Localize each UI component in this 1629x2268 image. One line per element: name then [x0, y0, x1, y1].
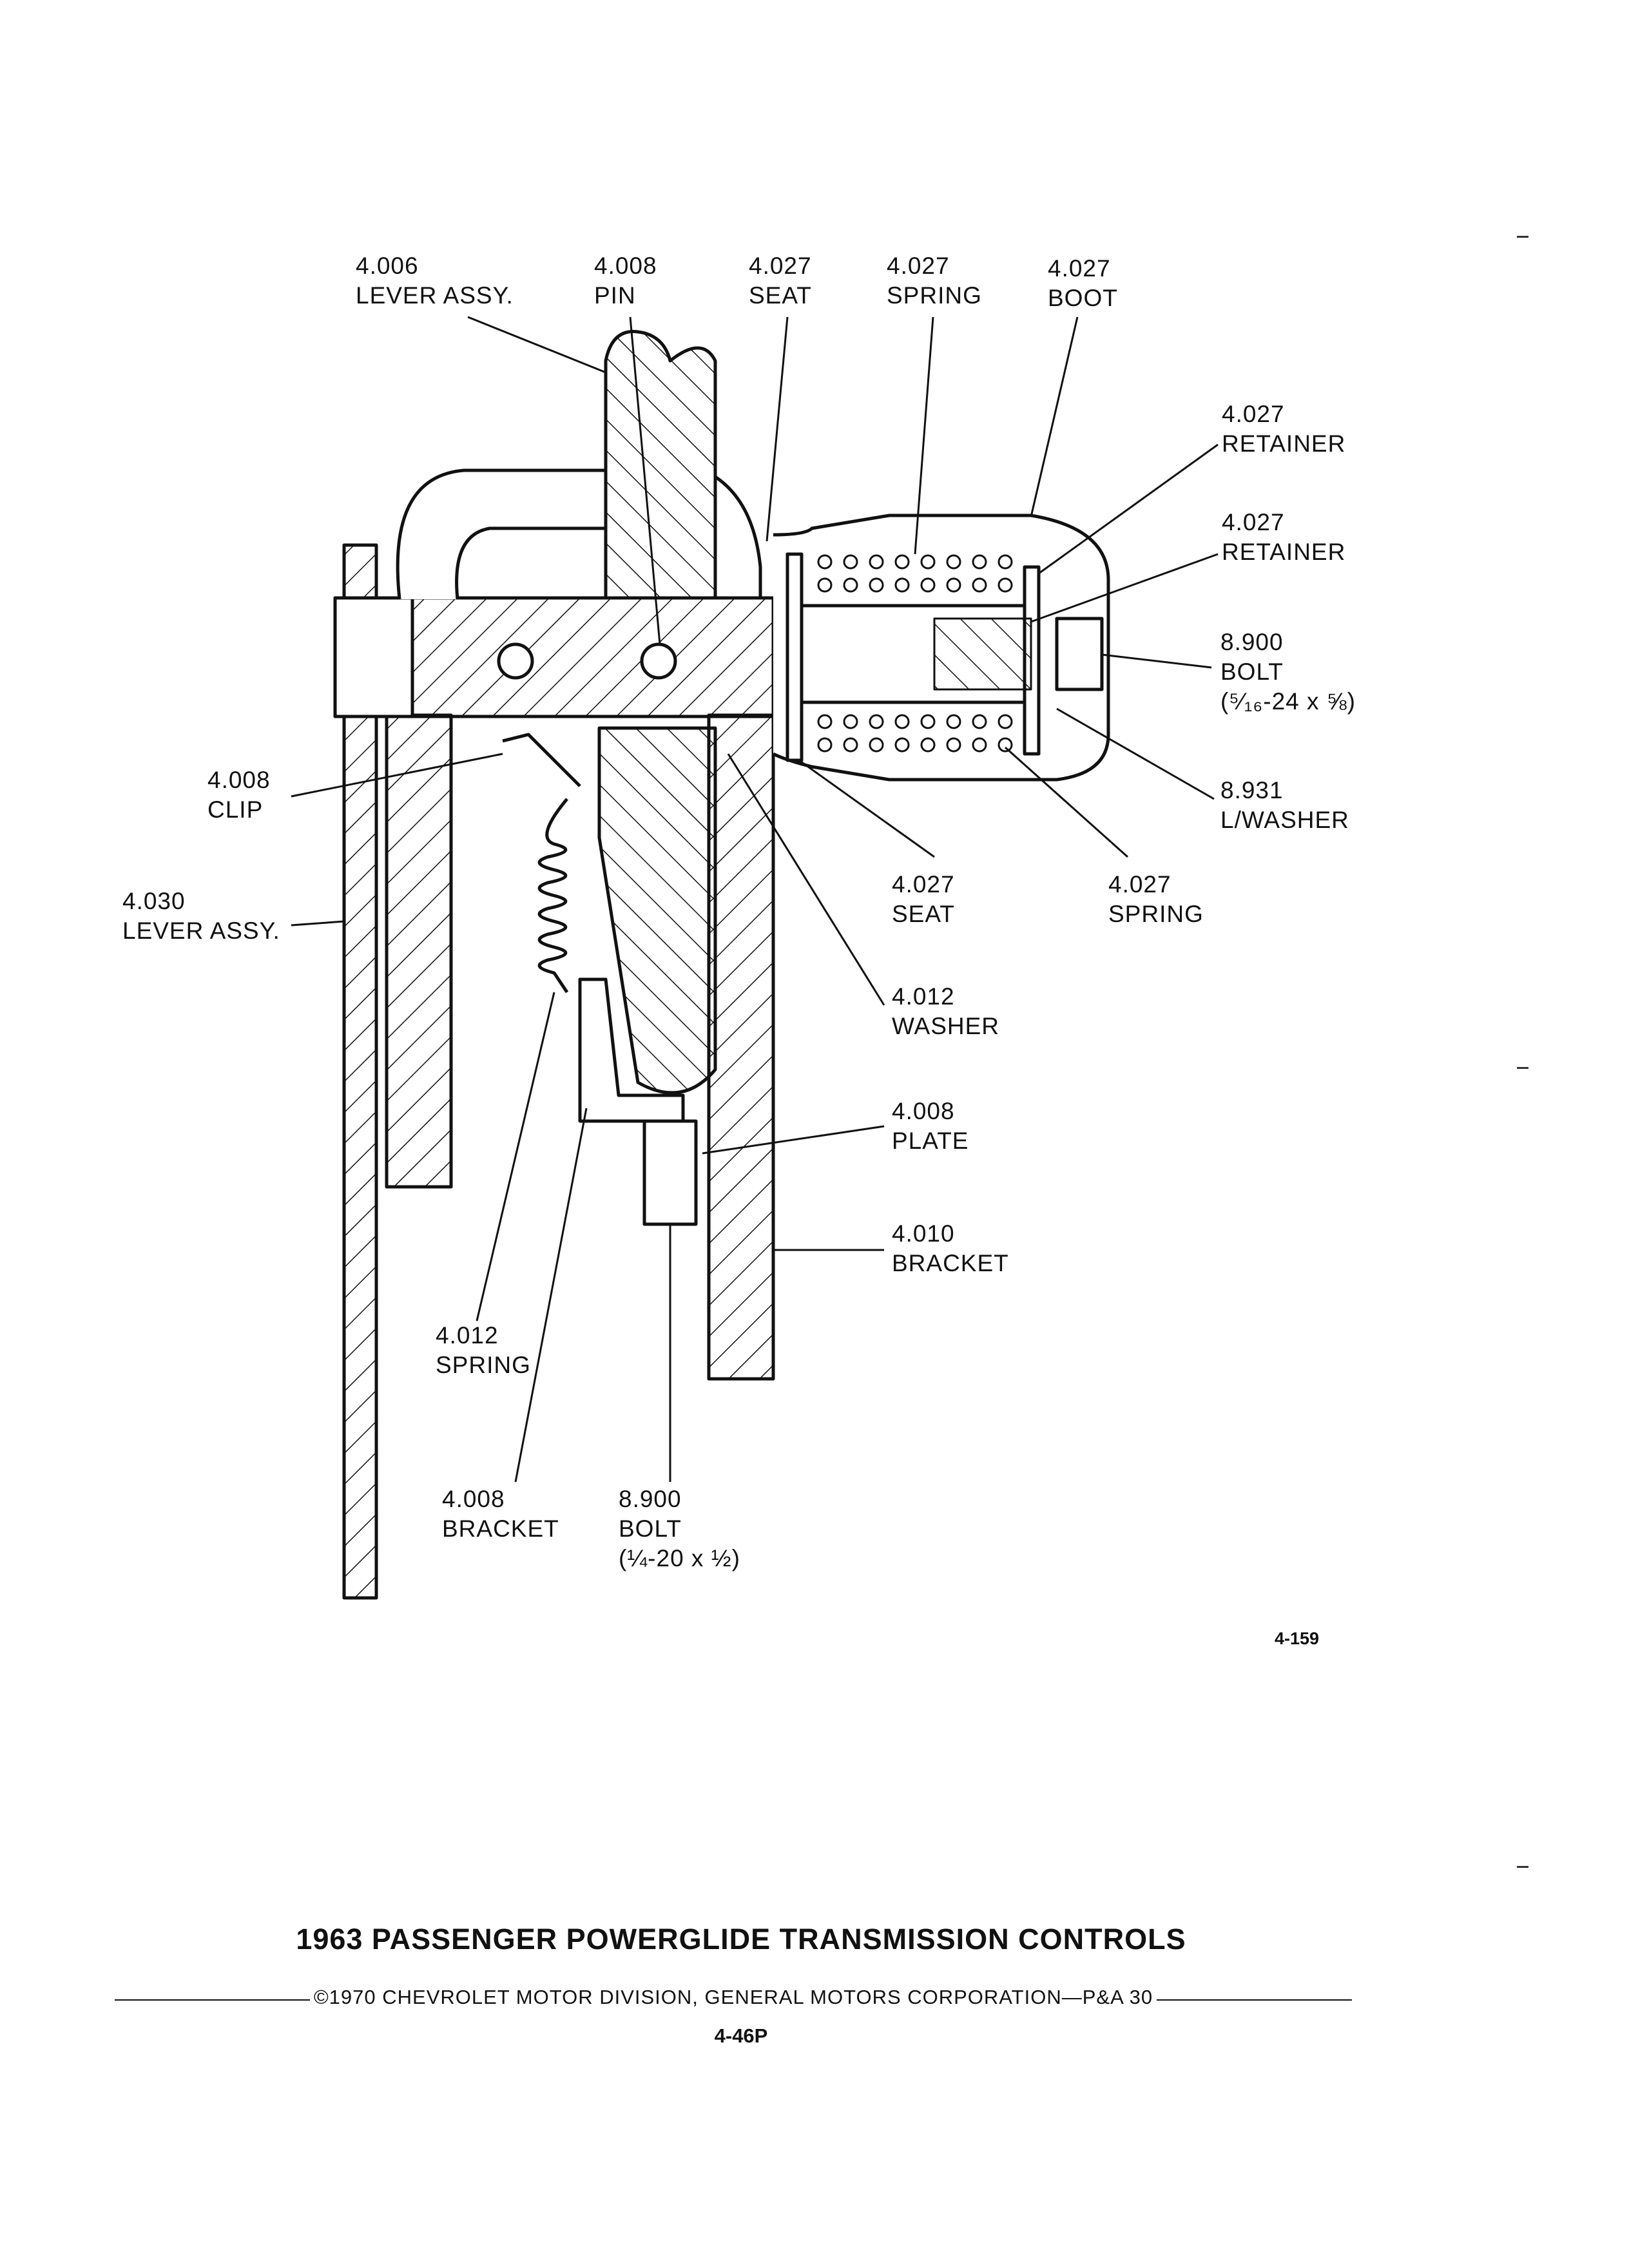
bracket-right-plate — [707, 713, 775, 1381]
leader-boot — [1030, 316, 1079, 517]
margin-tick-1 — [1517, 236, 1528, 238]
curved-arm — [396, 468, 608, 600]
leader-retainer-2 — [1030, 553, 1219, 623]
figure-number: 4-159 — [1275, 1629, 1320, 1648]
leader-lock-washer — [1056, 707, 1215, 800]
margin-tick-2 — [1517, 1067, 1528, 1069]
rule-left — [115, 1999, 310, 2001]
boot-spring-coils — [817, 554, 1013, 753]
leader-spring-top — [914, 316, 934, 555]
seat-left — [786, 552, 804, 762]
rule-right — [1157, 1999, 1352, 2001]
page-title: 1963 PASSENGER POWERGLIDE TRANSMISSION C… — [296, 1923, 1186, 1956]
lever-plate-inner — [385, 713, 453, 1189]
margin-tick-3 — [1517, 1866, 1528, 1868]
leader-retainer-1 — [1038, 443, 1219, 575]
lever-assy-outer — [342, 543, 378, 1600]
leader-clip — [291, 753, 503, 798]
copyright-line: ©1970 CHEVROLET MOTOR DIVISION, GENERAL … — [115, 1986, 1352, 2009]
upper-lever-arm — [604, 330, 717, 600]
pin-hole-left — [497, 642, 534, 680]
lower-link — [597, 726, 717, 1095]
leader-washer — [727, 753, 885, 1006]
leader-seat-bottom — [798, 759, 935, 858]
coil-spring-lower — [537, 798, 569, 994]
lever-boss — [714, 475, 762, 599]
pin-hole-right — [640, 642, 677, 680]
bottom-nut — [642, 1119, 698, 1226]
clip-wire — [502, 733, 581, 787]
copyright-text: ©1970 CHEVROLET MOTOR DIVISION, GENERAL … — [313, 1986, 1153, 2008]
leader-bracket-lower — [514, 1108, 588, 1483]
leader-pin — [629, 316, 661, 645]
leader-bolt-top — [1101, 653, 1212, 669]
bolt-head — [1055, 617, 1104, 691]
leader-spring-lower — [476, 992, 555, 1321]
leader-lever-assy-top — [467, 316, 606, 374]
leader-lever-assy-left — [291, 920, 345, 927]
shaft-left-end — [333, 596, 414, 718]
lower-bracket — [578, 977, 685, 1123]
bolt-thread — [933, 617, 1032, 691]
leader-plate — [702, 1125, 885, 1155]
leader-spring-bottom — [1004, 746, 1129, 858]
page-number: 4-46P — [714, 2024, 768, 2047]
leader-seat-top — [766, 316, 789, 542]
